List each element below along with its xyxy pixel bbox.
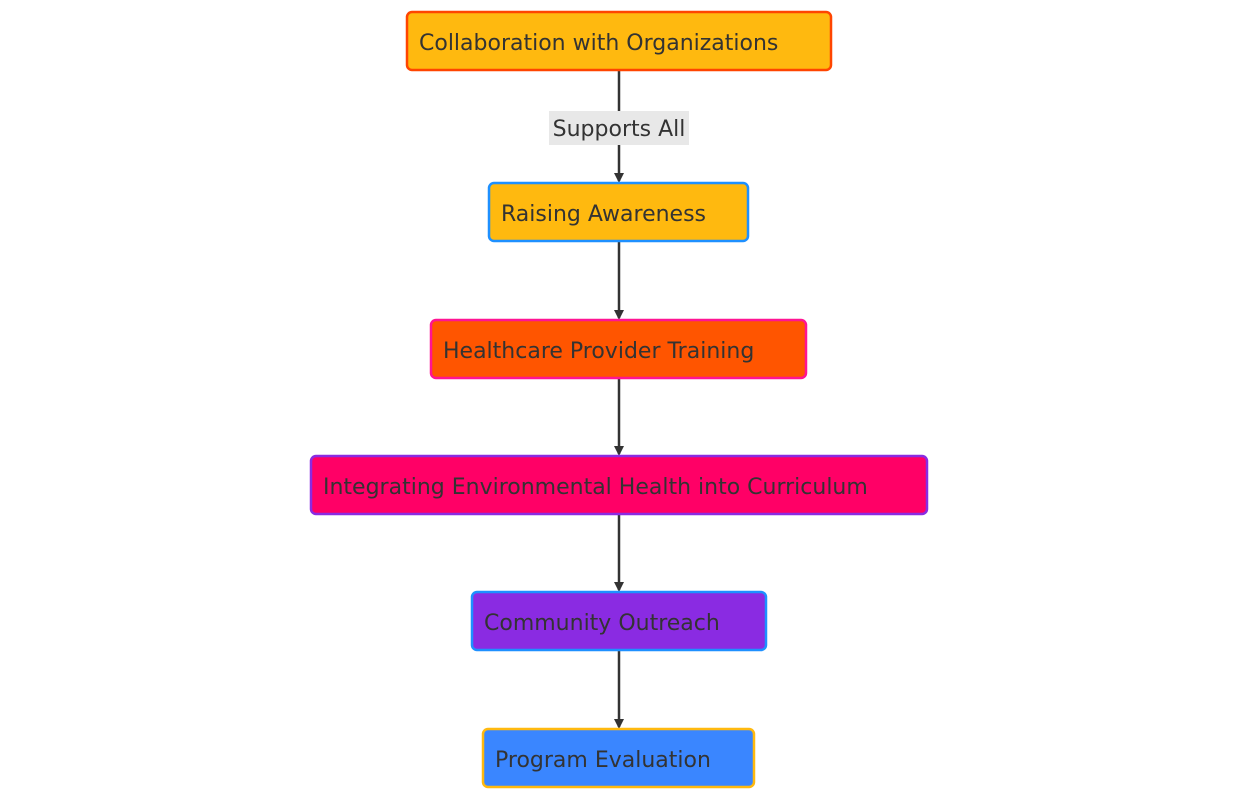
node-awareness[interactable]: Raising Awareness bbox=[487, 181, 750, 243]
node-curriculum-border bbox=[309, 454, 929, 516]
node-training-label: Healthcare Provider Training bbox=[443, 339, 754, 364]
node-training-border bbox=[429, 318, 808, 380]
edge-label-background bbox=[549, 111, 689, 145]
node-curriculum-box bbox=[311, 456, 927, 514]
node-collaboration-box bbox=[407, 12, 831, 70]
edge-label-supports-all: Supports All bbox=[553, 117, 686, 142]
node-collaboration[interactable]: Collaboration with Organizations bbox=[405, 10, 833, 72]
node-awareness-box bbox=[489, 183, 748, 241]
node-outreach[interactable]: Community Outreach bbox=[470, 590, 768, 652]
node-curriculum-label: Integrating Environmental Health into Cu… bbox=[323, 475, 868, 500]
node-evaluation-label: Program Evaluation bbox=[495, 748, 711, 773]
node-outreach-label: Community Outreach bbox=[484, 611, 720, 636]
node-training[interactable]: Healthcare Provider Training bbox=[429, 318, 808, 380]
node-training-box bbox=[431, 320, 806, 378]
node-awareness-border bbox=[487, 181, 750, 243]
node-curriculum[interactable]: Integrating Environmental Health into Cu… bbox=[309, 454, 929, 516]
node-collaboration-border bbox=[405, 10, 833, 72]
node-evaluation-border bbox=[481, 727, 756, 789]
node-outreach-box bbox=[472, 592, 766, 650]
node-evaluation-box bbox=[483, 729, 754, 787]
node-evaluation[interactable]: Program Evaluation bbox=[481, 727, 756, 789]
node-outreach-border bbox=[470, 590, 768, 652]
edges: Supports All bbox=[549, 70, 689, 729]
node-awareness-label: Raising Awareness bbox=[501, 202, 706, 227]
node-collaboration-label: Collaboration with Organizations bbox=[419, 31, 778, 56]
